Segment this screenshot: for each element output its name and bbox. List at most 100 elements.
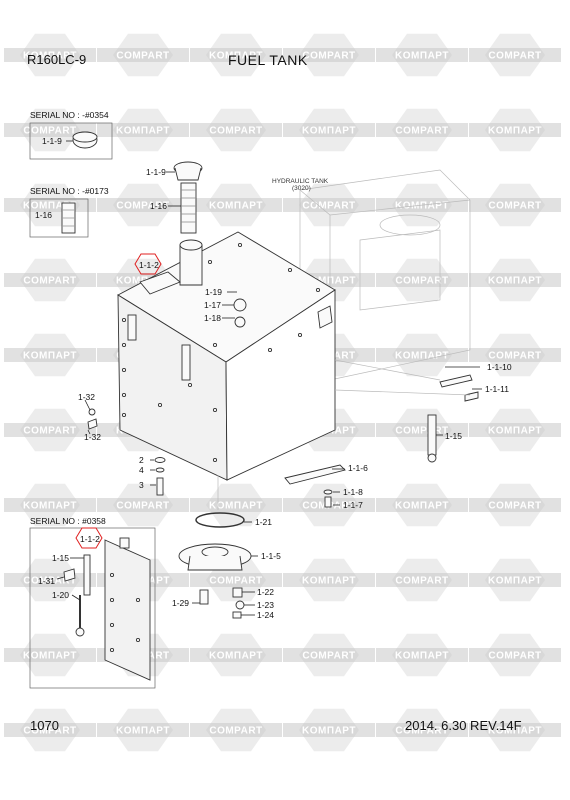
svg-text:1-20: 1-20 xyxy=(52,590,69,600)
watermark-tile: KOMПАРТ xyxy=(97,708,189,752)
watermark-tile: KOMПАРТ xyxy=(190,633,282,677)
watermark-tile: KOMПАРТ xyxy=(4,33,96,77)
svg-text:1-16: 1-16 xyxy=(150,201,167,211)
watermark-tile: COMPART xyxy=(190,708,282,752)
watermark-tile: KOMПАРТ xyxy=(190,483,282,527)
svg-text:1-23: 1-23 xyxy=(257,600,274,610)
ref-hydraulic-tank: HYDRAULIC TANK xyxy=(272,178,329,185)
svg-text:KOMПАРТ: KOMПАРТ xyxy=(23,51,77,62)
svg-text:1-15: 1-15 xyxy=(52,553,69,563)
svg-text:COMPART: COMPART xyxy=(488,351,541,362)
watermark-tile: COMPART xyxy=(469,333,561,377)
svg-text:COMPART: COMPART xyxy=(209,126,262,137)
svg-text:KOMПАРТ: KOMПАРТ xyxy=(23,501,77,512)
svg-text:1-1-10: 1-1-10 xyxy=(487,362,512,372)
watermark-tile: KOMПАРТ xyxy=(376,483,468,527)
svg-text:COMPART: COMPART xyxy=(23,126,76,137)
svg-text:1-22: 1-22 xyxy=(257,587,274,597)
watermark-tile: COMPART xyxy=(4,258,96,302)
svg-text:KOMПАРТ: KOMПАРТ xyxy=(116,726,170,737)
fuel-pipe xyxy=(427,414,437,456)
watermark-tile: KOMПАРТ xyxy=(469,258,561,302)
watermark-tile: COMPART xyxy=(97,183,189,227)
inset-serial-label: SERIAL NO : -#0354 xyxy=(30,110,109,120)
svg-text:1-1-2: 1-1-2 xyxy=(139,260,159,270)
svg-text:KOMПАРТ: KOMПАРТ xyxy=(302,126,356,137)
model-name: R160LC-9 xyxy=(27,52,87,67)
watermark-tile: KOMПАРТ xyxy=(4,633,96,677)
svg-text:KOMПАРТ: KOMПАРТ xyxy=(488,126,542,137)
svg-text:1-1-11: 1-1-11 xyxy=(485,384,509,394)
svg-text:KOMПАРТ: KOMПАРТ xyxy=(116,126,170,137)
watermark-tile: COMPART xyxy=(376,708,468,752)
watermark-tile: COMPART xyxy=(469,183,561,227)
svg-text:KOMПАРТ: KOMПАРТ xyxy=(302,726,356,737)
svg-text:1-24: 1-24 xyxy=(257,610,274,620)
svg-text:KOMПАРТ: KOMПАРТ xyxy=(302,276,356,287)
page-title: FUEL TANK xyxy=(228,52,308,68)
svg-text:4: 4 xyxy=(139,465,144,475)
svg-text:1-32: 1-32 xyxy=(84,432,101,442)
svg-text:KOMПАРТ: KOMПАРТ xyxy=(23,651,77,662)
watermark-tile: KOMПАРТ xyxy=(190,33,282,77)
watermark-tile: COMPART xyxy=(4,408,96,452)
watermark-tile: COMPART xyxy=(469,483,561,527)
svg-text:1-1-2: 1-1-2 xyxy=(80,534,100,544)
inset-serial-label: SERIAL NO : -#0173 xyxy=(30,186,109,196)
cover-gasket: 1-21 1-1-5 xyxy=(178,475,281,571)
svg-text:KOMПАРТ: KOMПАРТ xyxy=(302,576,356,587)
page-number: 1070 xyxy=(30,718,59,733)
svg-text:KOMПАРТ: KOMПАРТ xyxy=(209,51,263,62)
watermark-tile: KOMПАРТ xyxy=(283,108,375,152)
svg-text:COMPART: COMPART xyxy=(488,51,541,62)
watermark-tile: KOMПАРТ xyxy=(97,108,189,152)
svg-text:COMPART: COMPART xyxy=(302,201,355,212)
svg-text:1-19: 1-19 xyxy=(205,287,222,297)
svg-text:COMPART: COMPART xyxy=(395,576,448,587)
svg-text:2: 2 xyxy=(139,455,144,465)
inset-part-label: 1-16 xyxy=(35,210,52,220)
watermark-tile: KOMПАРТ xyxy=(469,108,561,152)
svg-text:COMPART: COMPART xyxy=(209,726,262,737)
svg-text:1-29: 1-29 xyxy=(172,598,189,608)
svg-text:1-1-7: 1-1-7 xyxy=(343,500,363,510)
svg-text:KOMПАРТ: KOMПАРТ xyxy=(488,726,542,737)
svg-text:COMPART: COMPART xyxy=(488,201,541,212)
svg-text:KOMПАРТ: KOMПАРТ xyxy=(23,351,77,362)
inset-serial-label: SERIAL NO : #0358 xyxy=(30,516,106,526)
strainer: 1-16 xyxy=(150,182,197,234)
watermark-tile: COMPART xyxy=(190,108,282,152)
svg-text:COMPART: COMPART xyxy=(302,51,355,62)
svg-text:1-21: 1-21 xyxy=(255,517,272,527)
highlight-main-tank: 1-1-2 xyxy=(134,253,162,275)
watermark-tile: COMPART xyxy=(376,108,468,152)
svg-text:COMPART: COMPART xyxy=(209,576,262,587)
inset-part-label: 1-1-9 xyxy=(42,136,62,146)
svg-text:KOMПАРТ: KOMПАРТ xyxy=(395,351,449,362)
watermark-tile: KOMПАРТ xyxy=(469,708,561,752)
svg-text:COMPART: COMPART xyxy=(23,276,76,287)
svg-text:COMPART: COMPART xyxy=(23,576,76,587)
watermark-tile: COMPART xyxy=(469,33,561,77)
ref-hydraulic-tank-code: (3020) xyxy=(292,185,311,192)
svg-text:KOMПАРТ: KOMПАРТ xyxy=(209,201,263,212)
svg-text:COMPART: COMPART xyxy=(395,126,448,137)
svg-text:1-15: 1-15 xyxy=(445,431,462,441)
svg-text:3: 3 xyxy=(139,480,144,490)
fuel-tank-body xyxy=(117,231,336,481)
watermark-tile: COMPART xyxy=(469,633,561,677)
mount-bolt-stack: 2 4 3 xyxy=(139,455,166,496)
watermark-tile: KOMПАРТ xyxy=(283,708,375,752)
svg-text:COMPART: COMPART xyxy=(395,726,448,737)
svg-text:1-17: 1-17 xyxy=(204,300,221,310)
watermark-tile: KOMПАРТ xyxy=(376,33,468,77)
watermark-tile: COMPART xyxy=(4,708,96,752)
watermark-tile: COMPART xyxy=(376,558,468,602)
inset-serial-0358: SERIAL NO : #0358 1-1-2 1-15 1-31 1-20 xyxy=(29,516,156,689)
drain-bolts: 1-32 1-32 xyxy=(78,392,101,442)
filler-cap: 1-1-9 xyxy=(146,161,203,181)
svg-text:COMPART: COMPART xyxy=(116,501,169,512)
svg-text:COMPART: COMPART xyxy=(488,501,541,512)
revision-date: 2014. 6.30 REV.14F xyxy=(405,718,522,733)
